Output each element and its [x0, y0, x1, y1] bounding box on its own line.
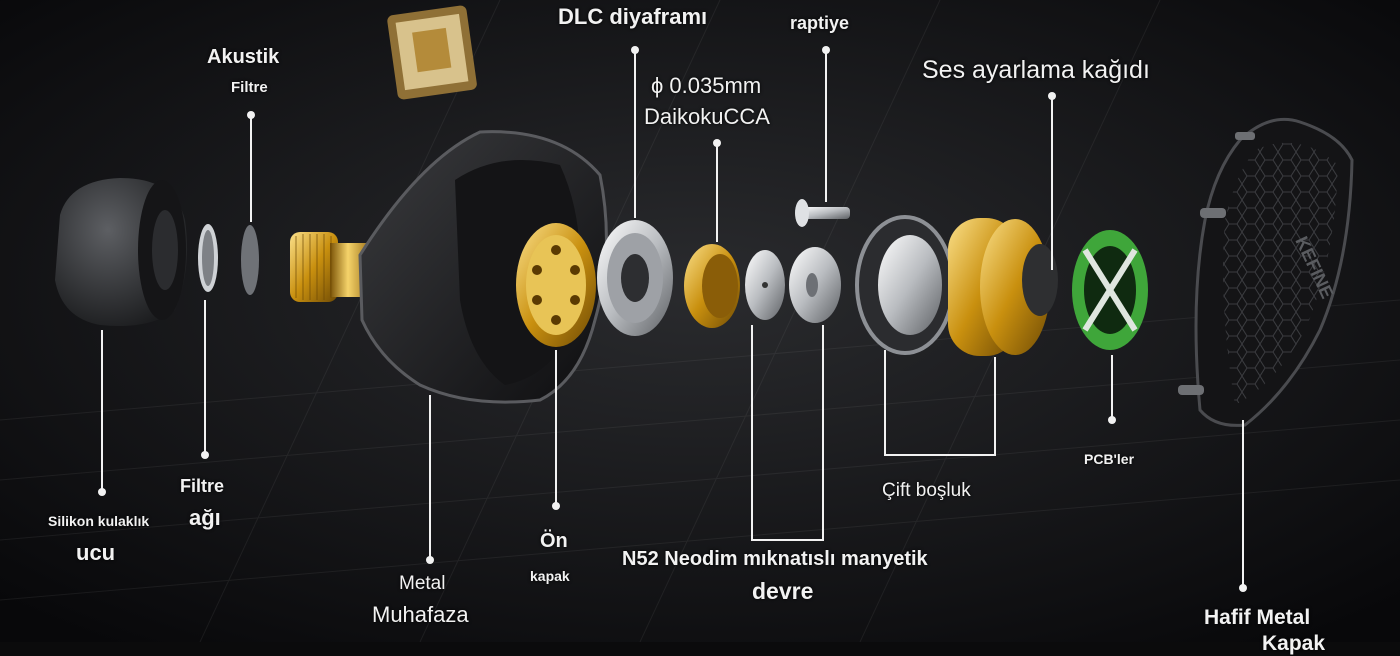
- dlc-diaphragm: [597, 220, 673, 336]
- silicone-eartip: [55, 178, 188, 326]
- label-metal-housing-2: Muhafaza: [372, 602, 469, 627]
- label-pin: raptiye: [790, 13, 850, 33]
- label-silicone-tip-2: ucu: [76, 540, 116, 565]
- leader-lines: [101, 50, 1244, 588]
- label-acoustic-filter: Filtre: [231, 79, 268, 96]
- n52-magnet-cup: [789, 247, 841, 323]
- label-front-cover-2: kapak: [530, 568, 570, 584]
- leader-dots: [98, 46, 1247, 592]
- label-dlc-diaphragm: DLC diyaframı: [558, 4, 708, 29]
- label-wire-material: DaikokuCCA: [644, 104, 770, 129]
- label-light-metal-cover-2: Kapak: [1262, 632, 1326, 655]
- label-silicone-tip-1: Silikon kulaklık: [48, 513, 150, 529]
- label-wire-spec: ϕ 0.035mm: [651, 73, 762, 98]
- label-acoustic: Akustik: [207, 46, 280, 68]
- label-filter-mesh-1: Filtre: [180, 476, 225, 496]
- label-light-metal-cover-1: Hafif Metal: [1204, 606, 1311, 629]
- pin: [795, 199, 850, 227]
- n52-magnet-disc: [745, 250, 785, 320]
- dual-chamber-gold: [948, 218, 1058, 356]
- label-dual-chamber: Çift boşluk: [882, 480, 971, 501]
- label-magnetic-circuit-2: devre: [752, 578, 814, 604]
- label-front-cover-1: Ön: [540, 530, 568, 552]
- label-metal-housing-1: Metal: [399, 573, 446, 594]
- label-pcbs: PCB'ler: [1084, 451, 1135, 467]
- pcb-board: [1072, 230, 1148, 350]
- voice-coil-ring: [684, 244, 740, 328]
- label-tuning-paper: Ses ayarlama kağıdı: [922, 56, 1150, 84]
- acoustic-filter: [241, 225, 259, 295]
- front-cover: [516, 223, 596, 347]
- light-metal-cover: [1178, 117, 1354, 427]
- crossover-component: [387, 5, 477, 100]
- earphone-exploded-diagram: KEFINE: [0, 0, 1400, 642]
- label-filter-mesh-2: ağı: [189, 505, 221, 530]
- label-magnetic-circuit-1: N52 Neodim mıknatıslı manyetik: [622, 548, 928, 570]
- filter-mesh: [198, 224, 218, 292]
- dual-chamber-silver: [855, 215, 955, 355]
